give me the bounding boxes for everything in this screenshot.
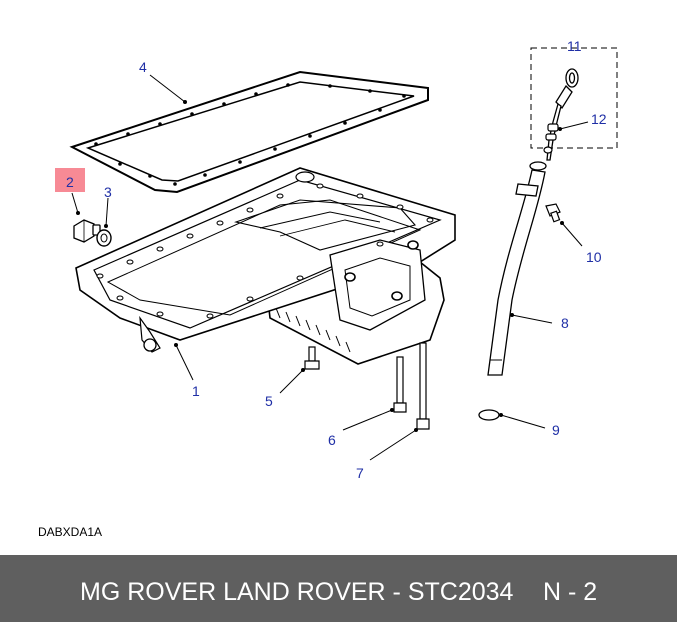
dipstick-group-frame: [530, 47, 618, 149]
callout-9: 9: [552, 422, 560, 438]
oil-pan-bolt-short: [304, 346, 320, 370]
leader-dots: [76, 100, 564, 432]
footer-bar: MG ROVER LAND ROVER - STC2034 N - 2: [0, 555, 677, 622]
oil-pan-gasket: [69, 70, 429, 194]
callout-12: 12: [591, 111, 607, 127]
oil-pan-bolt-longest: [416, 342, 430, 430]
dipstick-seal: [543, 123, 559, 154]
diagram-reference-code: DABXDA1A: [38, 525, 103, 539]
oil-pan: [75, 167, 456, 365]
callout-11: 11: [567, 38, 582, 54]
drain-plug: [73, 219, 101, 243]
callout-3: 3: [104, 184, 112, 200]
dipstick-tube-o-ring: [478, 409, 500, 421]
callout-8: 8: [561, 315, 569, 331]
exploded-parts-diagram: 1 2 3 4 5 6 7 8 9 10 11 12: [55, 38, 618, 481]
callout-1: 1: [192, 383, 200, 399]
callout-4: 4: [139, 59, 147, 75]
dipstick-tube-bolt: [545, 203, 561, 223]
callout-6: 6: [328, 432, 336, 448]
footer-title: MG ROVER LAND ROVER - STC2034: [80, 578, 514, 606]
callout-7: 7: [356, 465, 364, 481]
callout-2: 2: [66, 174, 74, 190]
dipstick: [546, 68, 579, 161]
drain-plug-washer: [96, 229, 112, 247]
footer-page-code: N - 2: [543, 578, 598, 606]
oil-pan-bolt-long: [393, 356, 407, 413]
callout-2-highlight: [55, 168, 85, 192]
dipstick-tube: [487, 161, 547, 376]
callout-10: 10: [586, 249, 602, 265]
callout-5: 5: [265, 393, 273, 409]
leader-lines: [71, 74, 589, 461]
